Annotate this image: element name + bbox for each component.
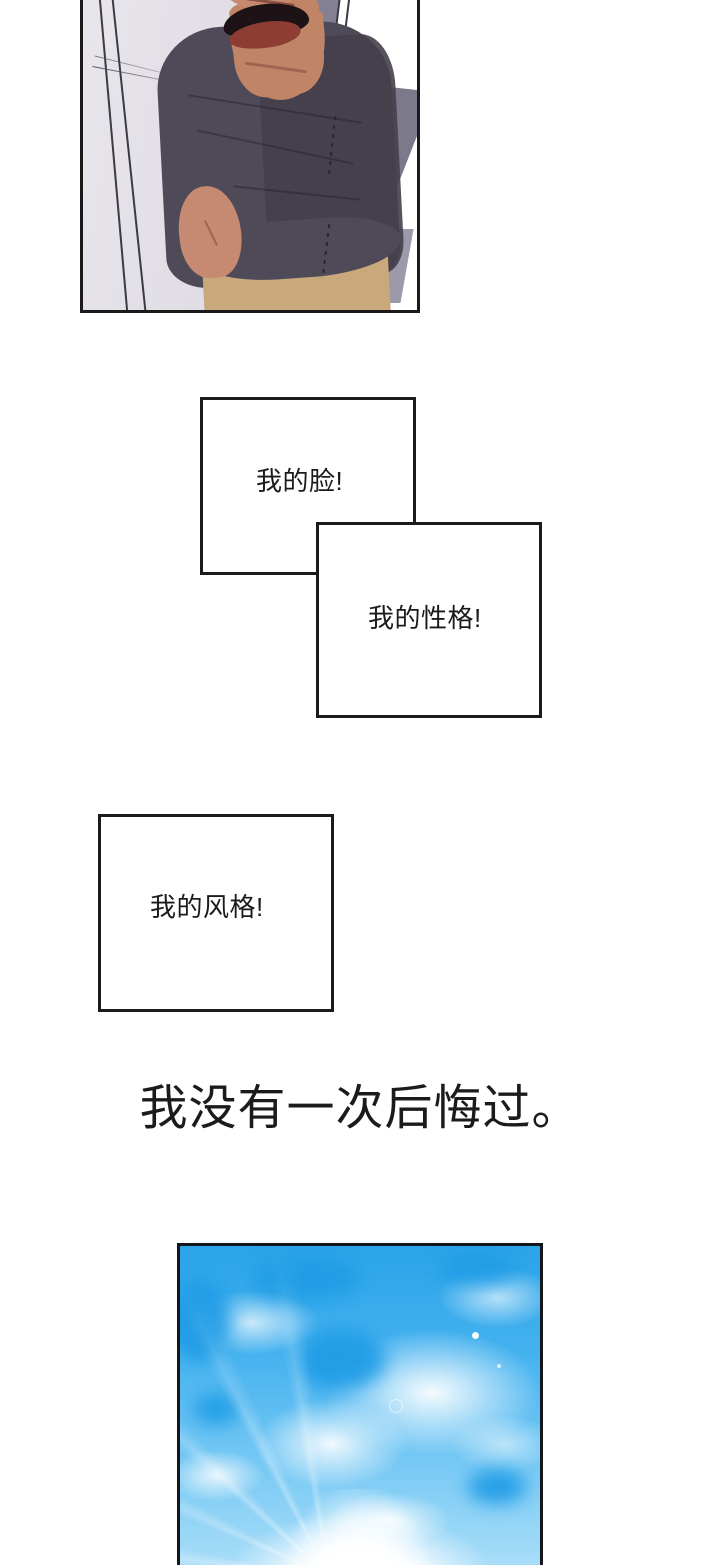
panel-character-artwork: [80, 0, 420, 313]
bubble-style-text: 我的风格!: [150, 892, 264, 922]
narration-line: 我没有一次后悔过。: [139, 1082, 581, 1135]
bubble-personality: [316, 522, 542, 718]
bubble-overlap-mask: [319, 525, 413, 572]
lens-flare-dot-2: [496, 1364, 501, 1369]
bubble-face-text: 我的脸!: [256, 466, 344, 496]
sunburst-core: [282, 1489, 432, 1565]
bubble-personality-text: 我的性格!: [368, 603, 482, 633]
bubble-style: [98, 814, 334, 1012]
panel-character-scene: [83, 0, 417, 310]
lens-flare-circle: [388, 1399, 403, 1414]
lens-flare-dot-1: [471, 1332, 479, 1340]
panel-sky-artwork: [177, 1243, 543, 1565]
